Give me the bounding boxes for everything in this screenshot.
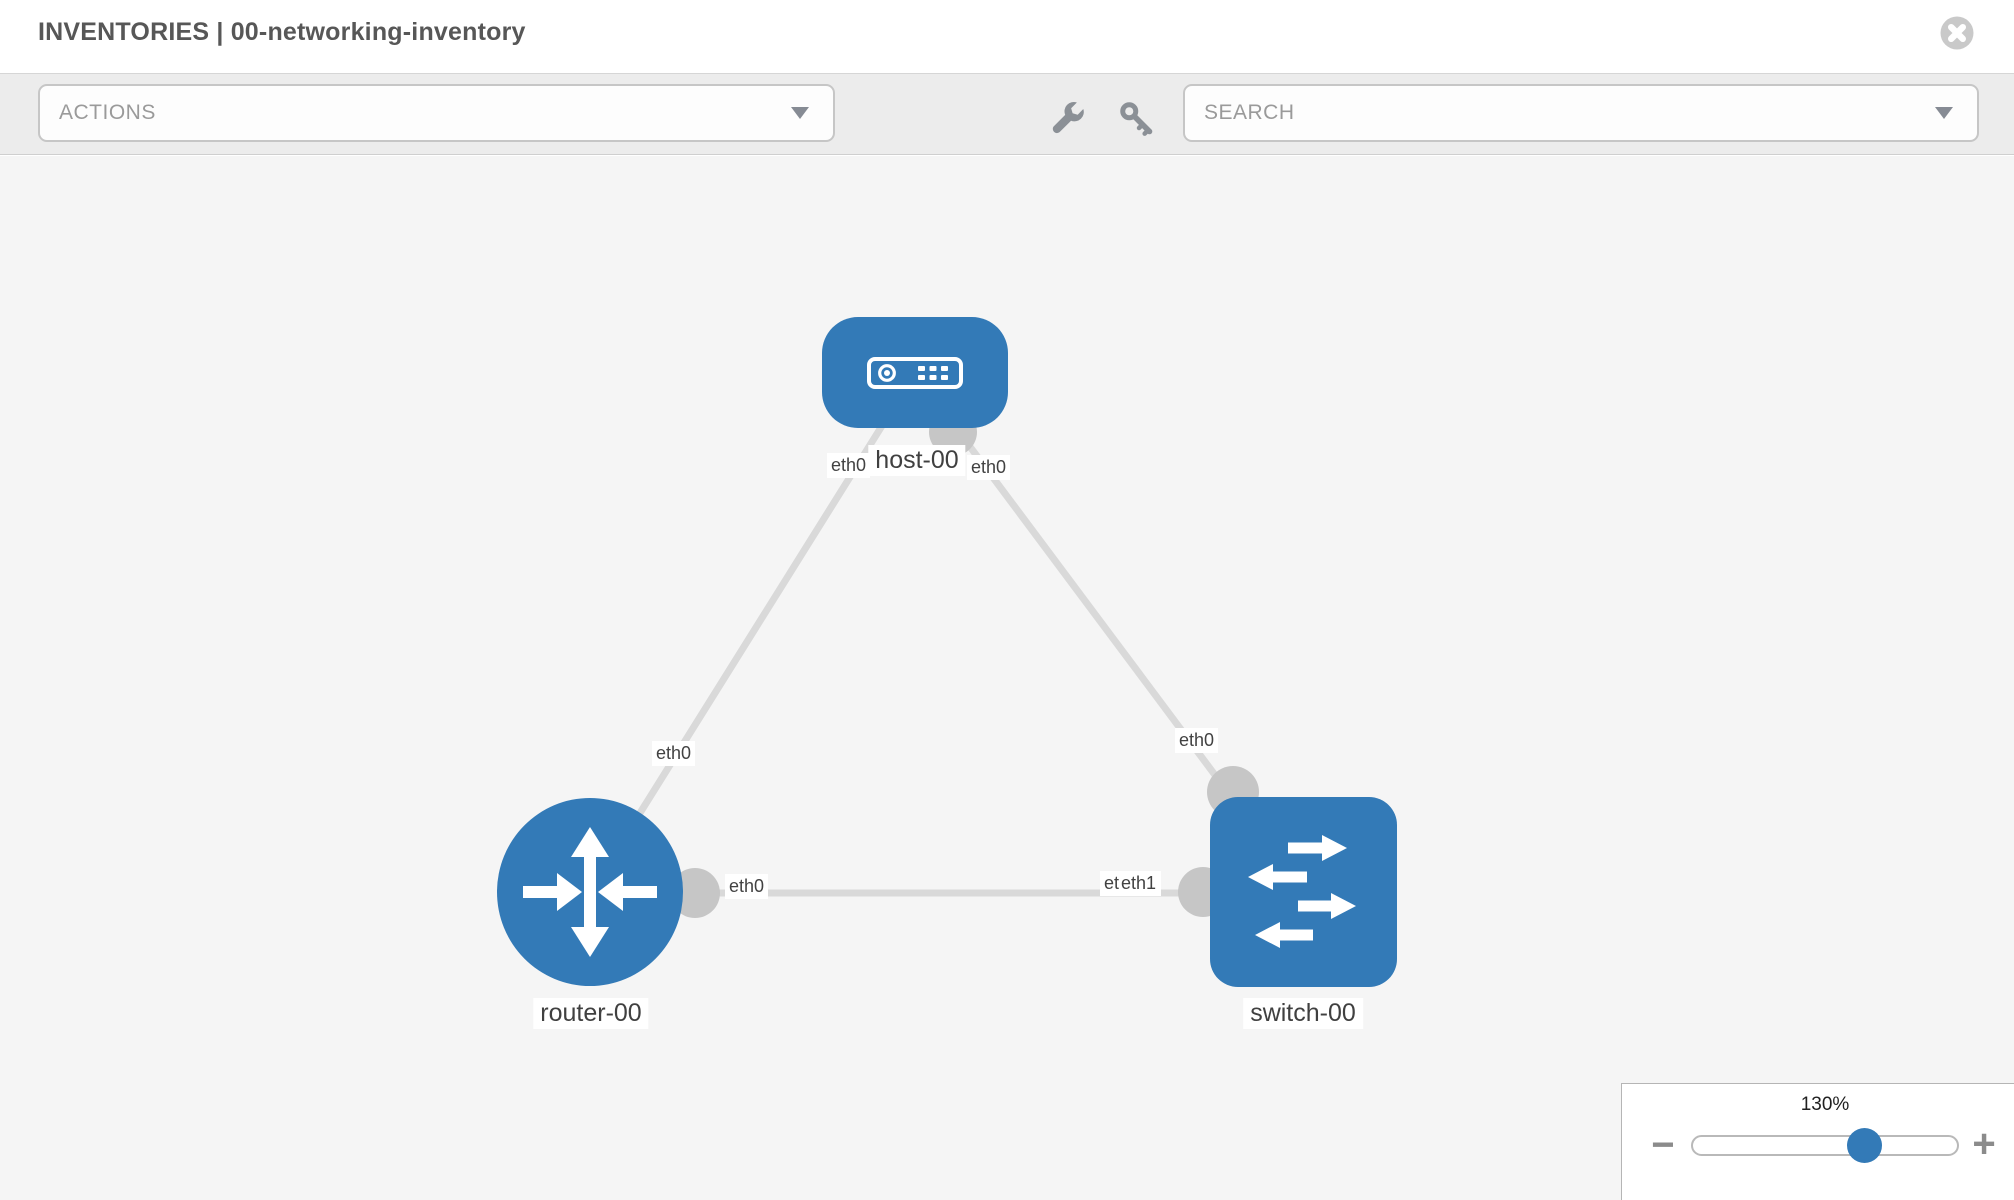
node-switch-00[interactable] bbox=[1210, 797, 1397, 987]
interface-label-host-right: eth0 bbox=[967, 455, 1011, 480]
chevron-down-icon bbox=[791, 107, 809, 119]
zoom-slider-track[interactable] bbox=[1691, 1135, 1959, 1156]
interface-label-router-eth0: eth0 bbox=[725, 874, 769, 899]
topology-links-layer bbox=[587, 370, 1306, 918]
page-title: INVENTORIES | 00-networking-inventory bbox=[38, 18, 526, 46]
zoom-control-panel: 130% − + bbox=[1621, 1083, 2014, 1200]
interface-label-switch-link: eth0 bbox=[1175, 728, 1219, 753]
interface-label-switch-overlap: eth0 eth1 bbox=[1100, 871, 1162, 896]
toolbar: ACTIONS SEARCH bbox=[0, 73, 2014, 155]
actions-dropdown[interactable]: ACTIONS bbox=[38, 84, 835, 142]
interface-connector-router-eth0[interactable] bbox=[670, 868, 720, 918]
zoom-level-value: 130% bbox=[1800, 1094, 1850, 1115]
node-label-router: router-00 bbox=[533, 998, 649, 1029]
interface-label-switch-eth0: eth0 bbox=[1100, 871, 1120, 896]
header: INVENTORIES | 00-networking-inventory bbox=[0, 0, 2014, 73]
node-label-switch: switch-00 bbox=[1243, 998, 1363, 1029]
key-icon[interactable] bbox=[1118, 100, 1154, 136]
node-label-host: host-00 bbox=[868, 445, 966, 476]
search-dropdown-label: SEARCH bbox=[1204, 101, 1295, 124]
close-button[interactable] bbox=[1940, 16, 1974, 50]
host-icon bbox=[867, 356, 963, 389]
zoom-in-button[interactable]: + bbox=[1972, 1121, 1996, 1166]
wrench-icon[interactable] bbox=[1050, 100, 1086, 136]
interface-label-switch-eth1: eth1 bbox=[1120, 871, 1162, 896]
interface-label-host-left: eth0 bbox=[827, 453, 871, 478]
zoom-out-button[interactable]: − bbox=[1651, 1122, 1675, 1167]
actions-dropdown-label: ACTIONS bbox=[59, 101, 156, 124]
close-icon bbox=[1940, 16, 1974, 50]
switch-icon bbox=[1248, 835, 1356, 948]
node-router-00[interactable] bbox=[497, 798, 683, 986]
zoom-slider-handle[interactable] bbox=[1847, 1128, 1882, 1163]
topology-canvas[interactable]: host-00 router-00 switch-00 eth0 eth0 et… bbox=[0, 156, 2014, 1200]
search-dropdown[interactable]: SEARCH bbox=[1183, 84, 1979, 142]
interface-label-router-link: eth0 bbox=[652, 741, 696, 766]
router-icon bbox=[523, 827, 657, 957]
node-host-00[interactable] bbox=[822, 317, 1008, 428]
chevron-down-icon bbox=[1935, 107, 1953, 119]
